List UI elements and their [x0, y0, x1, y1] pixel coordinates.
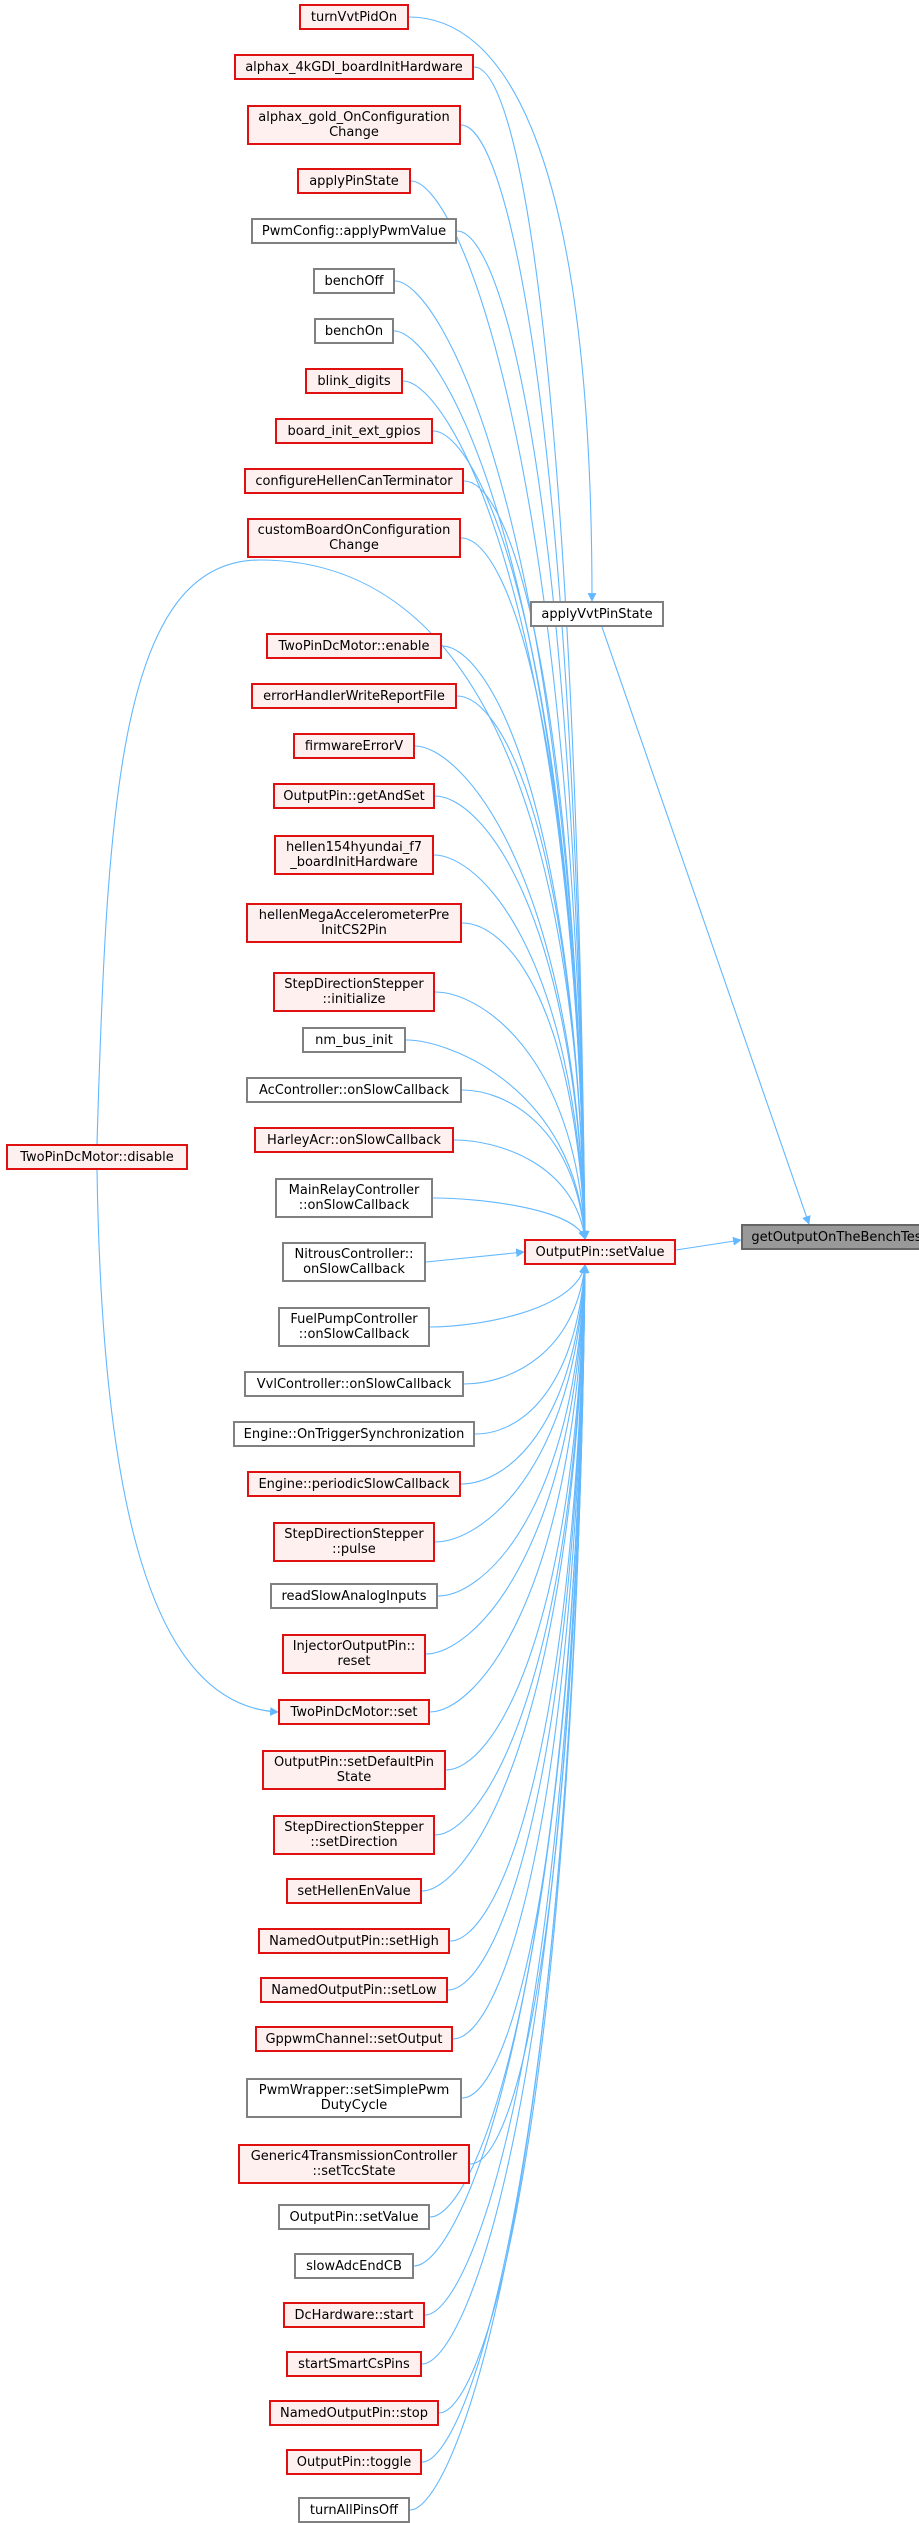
edge-nitrous-controller-on-slow-callback	[425, 1248, 525, 1263]
caller-node-alphax-gold-on-configuration-change[interactable]: alphax_gold_OnConfiguration Change	[247, 105, 461, 145]
caller-node-two-pin-dc-motor-set[interactable]: TwoPinDcMotor::set	[278, 1699, 430, 1725]
caller-node-step-direction-stepper-initialize[interactable]: StepDirectionStepper ::initialize	[273, 972, 435, 1012]
intermediate-node-two-pin-dc-motor-disable[interactable]: TwoPinDcMotor::disable	[6, 1144, 188, 1170]
caller-node-turn-vvt-pid-on[interactable]: turnVvtPidOn	[299, 4, 409, 30]
caller-node-bench-on[interactable]: benchOn	[314, 318, 394, 344]
edge-read-slow-analog-inputs	[437, 1264, 590, 1597]
caller-node-fuel-pump-controller-on-slow-callback[interactable]: FuelPumpController ::onSlowCallback	[278, 1307, 430, 1347]
edge-injector-output-pin-reset	[425, 1264, 590, 1655]
edge-step-direction-stepper-set-direction	[434, 1264, 590, 1836]
caller-node-bench-off[interactable]: benchOff	[313, 268, 395, 294]
caller-node-two-pin-dc-motor-enable[interactable]: TwoPinDcMotor::enable	[266, 633, 442, 659]
caller-node-nitrous-controller-on-slow-callback[interactable]: NitrousController:: onSlowCallback	[282, 1242, 426, 1282]
edge-hellen-mega-accelerometer-pre-init-cs2-pin	[461, 922, 590, 1240]
caller-node-named-output-pin-set-low[interactable]: NamedOutputPin::setLow	[260, 1977, 448, 2003]
edge-configure-hellen-can-terminator	[463, 480, 590, 1240]
caller-node-alphax-4k-gdi-board-init-hardware[interactable]: alphax_4kGDI_boardInitHardware	[234, 54, 474, 80]
caller-node-blink-digits[interactable]: blink_digits	[305, 368, 403, 394]
edge-two-pin-dc-motor-disable-to-set	[96, 1169, 279, 1716]
caller-node-ac-controller-on-slow-callback[interactable]: AcController::onSlowCallback	[246, 1077, 462, 1103]
caller-node-named-output-pin-set-high[interactable]: NamedOutputPin::setHigh	[258, 1928, 450, 1954]
edge-engine-periodic-slow-callback	[460, 1264, 589, 1485]
intermediate-node-apply-vvt-pin-state[interactable]: applyVvtPinState	[530, 601, 664, 627]
caller-node-error-handler-write-report-file[interactable]: errorHandlerWriteReportFile	[251, 683, 457, 709]
edge-set-hellen-en-value	[421, 1264, 590, 1892]
caller-node-board-init-ext-gpios[interactable]: board_init_ext_gpios	[275, 418, 433, 444]
caller-node-firmware-error-v[interactable]: firmwareErrorV	[293, 733, 415, 759]
edge-dc-hardware-start	[424, 1264, 590, 2316]
edge-gppwm-channel-set-output	[452, 1264, 590, 2040]
caller-node-step-direction-stepper-pulse[interactable]: StepDirectionStepper ::pulse	[273, 1522, 435, 1562]
caller-node-pwm-wrapper-set-simple-pwm-duty-cycle[interactable]: PwmWrapper::setSimplePwm DutyCycle	[246, 2078, 462, 2118]
edge-output-pin-set-default-pin-state	[445, 1264, 590, 1771]
edge-apply-vvt-pin-state-to-target	[601, 626, 811, 1225]
edge-start-smart-cs-pins	[421, 1264, 590, 2365]
edge-turn-all-pins-off	[409, 1264, 590, 2511]
edge-slow-adc-end-cb	[413, 1264, 590, 2267]
edge-named-output-pin-set-low	[447, 1264, 590, 1991]
edge-step-direction-stepper-pulse	[434, 1264, 590, 1543]
edge-custom-board-on-configuration-change	[460, 537, 590, 1240]
caller-node-hellen-mega-accelerometer-pre-init-cs2-pin[interactable]: hellenMegaAccelerometerPre InitCS2Pin	[246, 903, 462, 943]
caller-node-dc-hardware-start[interactable]: DcHardware::start	[283, 2302, 425, 2328]
edge-output-pin-get-and-set	[434, 795, 590, 1240]
edge-hellen154hyundai-f7-board-init-hardware	[433, 854, 590, 1240]
caller-node-vvl-controller-on-slow-callback[interactable]: VvlController::onSlowCallback	[244, 1371, 464, 1397]
caller-node-output-pin-set-default-pin-state[interactable]: OutputPin::setDefaultPin State	[262, 1750, 446, 1790]
caller-node-set-hellen-en-value[interactable]: setHellenEnValue	[286, 1878, 422, 1904]
caller-node-named-output-pin-stop[interactable]: NamedOutputPin::stop	[269, 2400, 439, 2426]
caller-node-turn-all-pins-off[interactable]: turnAllPinsOff	[298, 2497, 410, 2523]
caller-node-nm-bus-init[interactable]: nm_bus_init	[302, 1027, 406, 1053]
caller-node-engine-periodic-slow-callback[interactable]: Engine::periodicSlowCallback	[247, 1471, 461, 1497]
edge-harley-acr-on-slow-callback	[453, 1139, 589, 1240]
caller-node-output-pin-toggle[interactable]: OutputPin::toggle	[286, 2449, 422, 2475]
edge-hub-to-target	[675, 1236, 742, 1251]
edge-fuel-pump-controller-on-slow-callback	[429, 1264, 588, 1328]
edge-two-pin-dc-motor-set	[429, 1264, 590, 1713]
caller-node-step-direction-stepper-set-direction[interactable]: StepDirectionStepper ::setDirection	[273, 1815, 435, 1855]
edge-main-relay-controller-on-slow-callback	[432, 1197, 587, 1240]
caller-node-output-pin-set-value[interactable]: OutputPin::setValue	[278, 2204, 430, 2230]
caller-node-start-smart-cs-pins[interactable]: startSmartCsPins	[286, 2351, 422, 2377]
edge-apply-pin-state	[410, 180, 590, 1240]
edge-engine-on-trigger-synchronization	[474, 1264, 589, 1435]
caller-node-engine-on-trigger-synchronization[interactable]: Engine::OnTriggerSynchronization	[233, 1421, 475, 1447]
edge-pwm-wrapper-set-simple-pwm-duty-cycle	[461, 1264, 590, 2099]
caller-node-configure-hellen-can-terminator[interactable]: configureHellenCanTerminator	[244, 468, 464, 494]
edge-alphax-gold-on-configuration-change	[460, 124, 590, 1240]
edge-nm-bus-init	[405, 1039, 589, 1240]
edge-output-pin-set-value	[429, 1264, 590, 2218]
edges-layer	[96, 16, 811, 2511]
caller-node-slow-adc-end-cb[interactable]: slowAdcEndCB	[294, 2253, 414, 2279]
edge-bench-off	[394, 280, 590, 1240]
edge-turn-vvt-pid-on	[408, 16, 597, 602]
caller-node-output-pin-get-and-set[interactable]: OutputPin::getAndSet	[273, 783, 435, 809]
target-node-get-output-on-the-bench-test[interactable]: getOutputOnTheBenchTest	[741, 1224, 919, 1250]
edge-step-direction-stepper-initialize	[434, 991, 589, 1240]
caller-node-main-relay-controller-on-slow-callback[interactable]: MainRelayController ::onSlowCallback	[275, 1178, 433, 1218]
edge-vvl-controller-on-slow-callback	[463, 1264, 589, 1385]
edge-pwm-config-apply-pwm-value	[456, 230, 590, 1240]
caller-node-injector-output-pin-reset[interactable]: InjectorOutputPin:: reset	[282, 1634, 426, 1674]
edge-ac-controller-on-slow-callback	[461, 1089, 589, 1240]
caller-node-apply-pin-state[interactable]: applyPinState	[297, 168, 411, 194]
caller-node-generic4-transmission-controller-set-tcc-state[interactable]: Generic4TransmissionController ::setTccS…	[238, 2144, 470, 2184]
caller-node-hellen154hyundai-f7-board-init-hardware[interactable]: hellen154hyundai_f7 _boardInitHardware	[274, 835, 434, 875]
edge-two-pin-dc-motor-enable	[441, 645, 590, 1240]
caller-node-custom-board-on-configuration-change[interactable]: customBoardOnConfiguration Change	[247, 518, 461, 558]
caller-node-read-slow-analog-inputs[interactable]: readSlowAnalogInputs	[270, 1583, 438, 1609]
caller-node-harley-acr-on-slow-callback[interactable]: HarleyAcr::onSlowCallback	[254, 1127, 454, 1153]
edge-alphax-4k-gdi-board-init-hardware	[473, 66, 590, 1240]
edge-two-pin-dc-motor-disable-to-hub	[96, 559, 590, 1240]
hub-node-output-pin-set-value-hub[interactable]: OutputPin::setValue	[524, 1239, 676, 1265]
caller-node-pwm-config-apply-pwm-value[interactable]: PwmConfig::applyPwmValue	[251, 218, 457, 244]
edge-named-output-pin-set-high	[449, 1264, 590, 1942]
caller-node-gppwm-channel-set-output[interactable]: GppwmChannel::setOutput	[255, 2026, 453, 2052]
